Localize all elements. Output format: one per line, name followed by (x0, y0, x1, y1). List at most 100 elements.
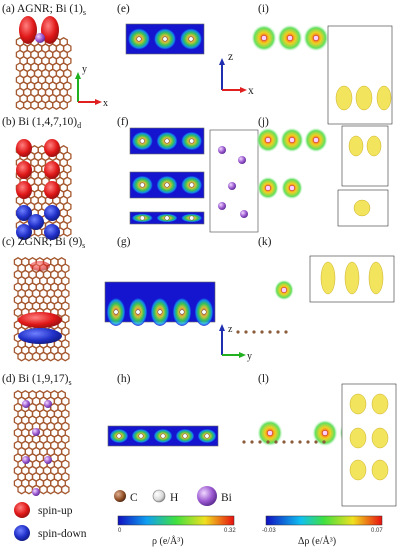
atom-marker (313, 137, 319, 143)
spin-up-lobe (30, 261, 50, 271)
density-map (129, 171, 205, 199)
isosurface-inset (309, 255, 395, 303)
atom-marker (265, 185, 271, 191)
isosurface-blob (320, 261, 336, 295)
atom-legend: C H Bi (114, 486, 232, 506)
spin-up-lobe (16, 139, 32, 157)
bismuth-atom-icon (197, 486, 217, 506)
bismuth-atom (32, 428, 40, 436)
spin-up-lobe (44, 181, 60, 199)
spin-down-lobe (44, 224, 60, 240)
axis-label-z: z (228, 51, 233, 63)
rho-max: 0.32 (224, 528, 236, 534)
isosurface-insets (309, 25, 397, 507)
bismuth-atom (240, 210, 248, 218)
isosurface-blob (371, 393, 389, 415)
atom-marker (313, 35, 319, 41)
isosurface-blob (355, 85, 373, 111)
bismuth-atom (44, 456, 52, 464)
isosurface-blob (335, 85, 353, 111)
atom-marker (116, 433, 122, 439)
panel-label-c: (c) ZGNR; Bi (9)s (2, 236, 85, 250)
spin-density-lobe (19, 16, 37, 44)
atom-marker (265, 137, 271, 143)
panel-label-l: (l) (258, 373, 269, 385)
atom-label-c: C (130, 492, 138, 504)
spin-down-lobe (44, 205, 60, 221)
axis-label-z2: z (228, 324, 233, 335)
inset-frame (337, 189, 389, 227)
atom-dot (284, 330, 288, 334)
isosurface-blob (353, 199, 371, 217)
spin-down-lobe (16, 205, 32, 221)
isosurface-blob (371, 427, 389, 449)
spin-density-lobe (41, 16, 59, 44)
spin-up-swatch (14, 502, 30, 518)
spin-down-swatch (14, 525, 30, 541)
isosurface-blob (344, 261, 360, 295)
isosurface-inset (337, 189, 389, 227)
charge-density-maps (104, 23, 259, 447)
panel-label-i: (i) (258, 3, 269, 15)
axis-triad-yz: z y (219, 324, 252, 362)
atom-marker (160, 433, 166, 439)
drho-min: -0.03 (262, 528, 276, 534)
panel-label-g: (g) (117, 236, 131, 248)
atom-dot (314, 440, 318, 444)
drho-colorbar: -0.03 0.07 Δρ (e/Å³) (262, 515, 383, 547)
spin-up-lobe (18, 312, 62, 328)
graphene-ribbon (15, 37, 72, 110)
bismuth-atom (238, 156, 246, 164)
atom-marker (289, 185, 295, 191)
panel-label-a: (a) AGNR; Bi (1)s (2, 3, 86, 17)
axis-triad-xz: z x (219, 51, 254, 97)
atom-dot (250, 440, 254, 444)
spin-down-lobe (16, 224, 32, 240)
drho-label: Δρ (e/Å³) (298, 535, 336, 547)
isosurface-blob (348, 135, 364, 157)
atom-marker (135, 309, 141, 315)
axis-label-x2: x (248, 85, 254, 97)
density-map (104, 281, 216, 326)
panel-label-k: (k) (258, 236, 272, 248)
spin-up-lobe (44, 161, 60, 179)
atom-marker (287, 35, 293, 41)
atom-dot (244, 330, 248, 334)
bismuth-atom (218, 146, 226, 154)
atom-dot (242, 440, 246, 444)
atom-dot (268, 330, 272, 334)
atom-label-h: H (170, 492, 178, 504)
atom-marker (164, 138, 170, 144)
isosurface-inset (327, 25, 393, 125)
graphene-ribbon (13, 257, 70, 362)
atom-marker (281, 287, 287, 293)
rho-label: ρ (e/Å³) (152, 535, 184, 547)
atom-dot (290, 440, 294, 444)
atom-dot (282, 440, 286, 444)
panel-label-e: (e) (117, 3, 130, 15)
atom-dot (306, 440, 310, 444)
panel-label-b: (b) Bi (1,4,7,10)d (2, 116, 81, 130)
atom-marker (289, 137, 295, 143)
atom-marker (189, 182, 195, 188)
axis-label-y: y (82, 64, 87, 75)
atom-marker (113, 309, 119, 315)
panel-label-h: (h) (117, 373, 131, 385)
axis-label-y2: y (247, 351, 252, 362)
density-map (129, 127, 205, 155)
atom-dot (236, 330, 240, 334)
isosurface-blob (349, 427, 367, 449)
bismuth-atom (35, 33, 45, 43)
spin-down-label: spin-down (38, 528, 87, 540)
panel-label-f: (f) (117, 116, 129, 128)
isosurface-blob (368, 261, 384, 295)
atom-dot (260, 330, 264, 334)
spin-down-lobe (18, 328, 62, 344)
atom-marker (164, 215, 170, 221)
bismuth-atom (32, 488, 40, 496)
carbon-atom-icon (114, 490, 126, 502)
panel-label-j: (j) (258, 116, 269, 128)
bismuth-atom (228, 182, 236, 190)
atom-marker (139, 138, 145, 144)
